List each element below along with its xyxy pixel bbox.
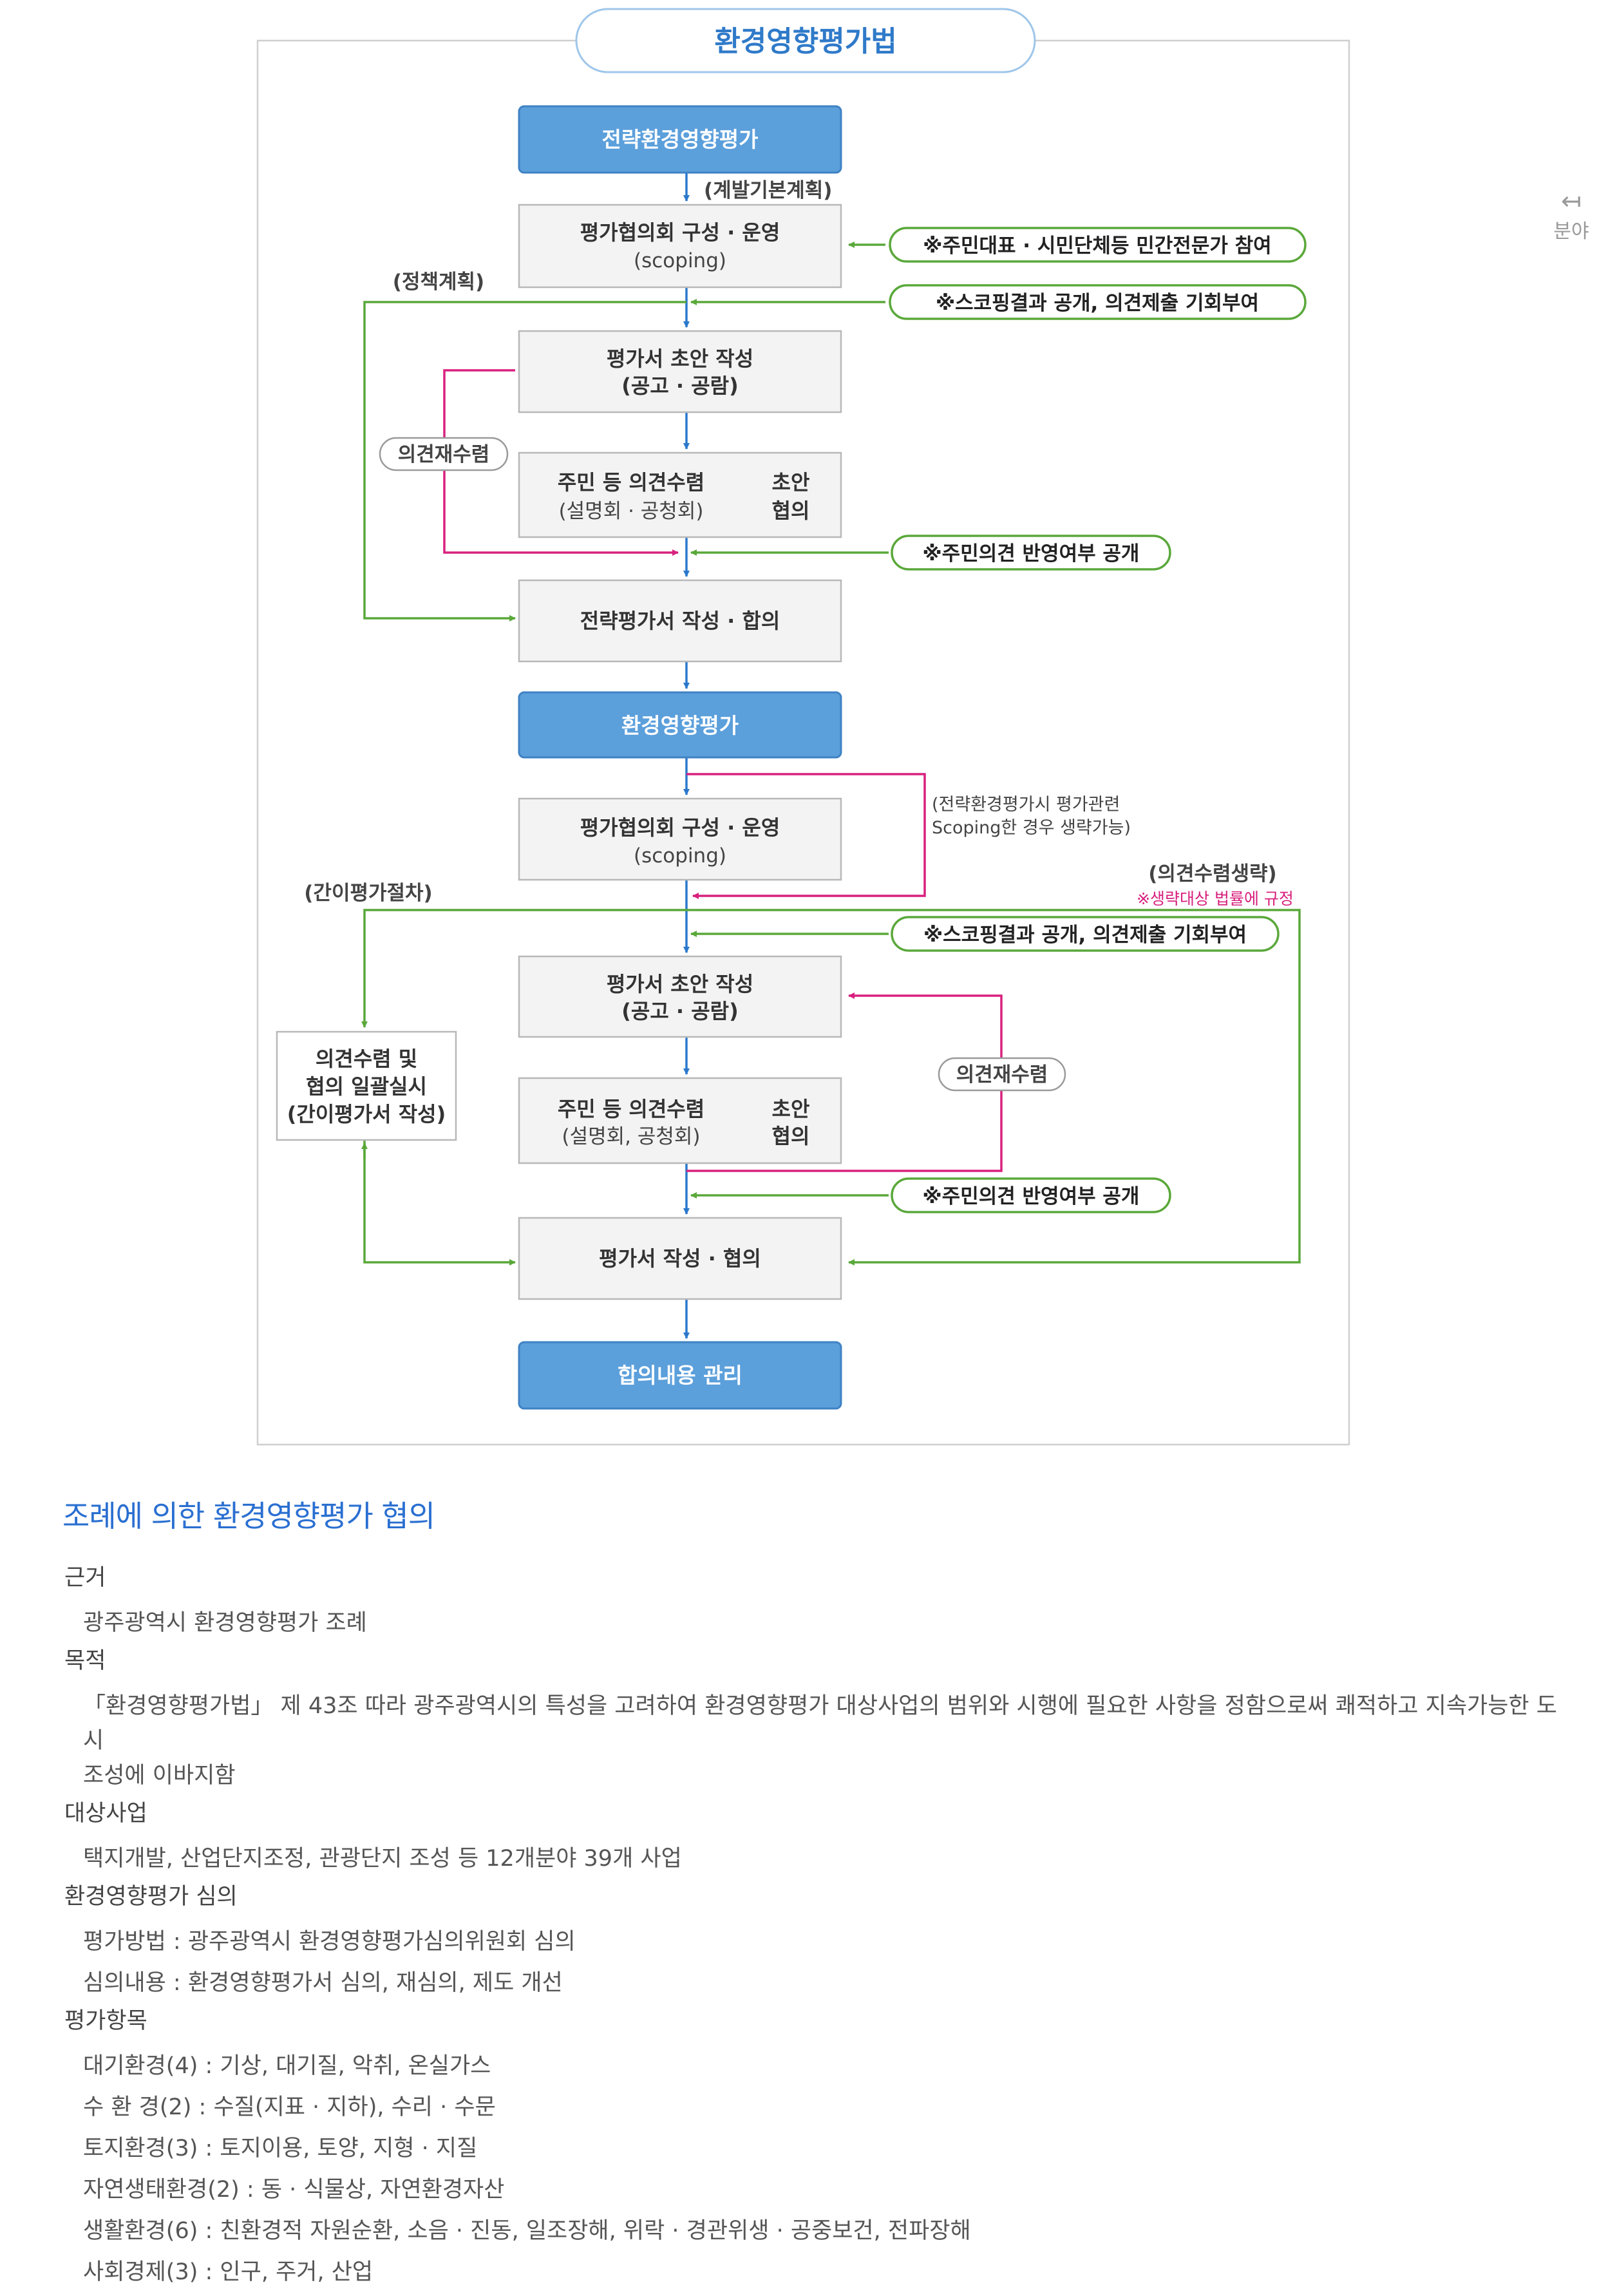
basis-text: 광주광역시 환경영향평가 조례: [83, 1610, 367, 1636]
reopinion-pill-1: [379, 437, 509, 471]
evaluation-item: 자연생태환경(2) : 동 · 식물상, 자연환경자산: [83, 2177, 505, 2203]
box-resident-2-line1: 주민 등 의견수렴: [558, 1097, 704, 1121]
diagram-title-pill: [575, 8, 1036, 73]
label-omit-note: ※생략대상 법률에 규정: [1137, 889, 1294, 908]
evaluation-item: 수 환 경(2) : 수질(지표 · 지하), 수리 · 수문: [83, 2094, 496, 2120]
box-resident-2: [518, 1077, 842, 1164]
box-draft-1-line2: (공고 · 공람): [621, 374, 738, 398]
purpose-text: 「환경영향평가법」 제 43조 따라 광주광역시의 특성을 고려하여 환경영향평…: [83, 1689, 1569, 1793]
box-council-2: [518, 797, 842, 881]
box-resident-2-line2: (설명회, 공청회): [562, 1125, 700, 1148]
box-resident-1-initial-a: 초안: [772, 470, 810, 495]
box-simple-line2: 협의 일괄실시: [306, 1074, 427, 1099]
box-strategic-eia: [518, 105, 842, 174]
box-final-report: [518, 1217, 842, 1300]
reopinion-label-1: 의견재수렴: [398, 443, 490, 466]
purpose-label: 목적: [64, 1648, 106, 1674]
box-strategic-eia-label: 전략환경영향평가: [602, 127, 759, 152]
box-resident-2-initial-b: 협의: [772, 1124, 810, 1148]
box-resident-1-line2: (설명회 · 공청회): [559, 500, 704, 523]
box-resident-1-line1: 주민 등 의견수렴: [558, 470, 704, 495]
review-label: 환경영향평가 심의: [64, 1884, 238, 1910]
box-eia-label: 환경영향평가: [621, 713, 739, 738]
box-agreement-management-label: 합의내용 관리: [618, 1363, 742, 1388]
target-text: 택지개발, 산업단지조정, 관광단지 조성 등 12개분야 39개 사업: [83, 1846, 682, 1872]
box-resident-2-initial-a: 초안: [772, 1097, 810, 1121]
purpose-line-1: 「환경영향평가법」 제 43조 따라 광주광역시의 특성을 고려하여 환경영향평…: [83, 1693, 1557, 1754]
review-method: 평가방법 : 광주광역시 환경영향평가심의위원회 심의: [83, 1929, 576, 1955]
reopinion-pill-2: [938, 1057, 1066, 1092]
evaluation-item: 토지환경(3) : 토지이용, 토양, 지형 · 지질: [83, 2136, 478, 2161]
box-simple-line1: 의견수렴 및: [316, 1047, 417, 1071]
note-2: ※스코핑결과 공개, 의견제출 기회부여: [936, 292, 1259, 315]
box-eia: [518, 691, 842, 759]
eia-procedure-flowchart: .bluebox { fill:#5b9fdb; stroke:#3f82c4;…: [256, 8, 1350, 1446]
box-draft-2-line2: (공고 · 공람): [621, 999, 738, 1023]
ordinance-section: 조례에 의한 환경영향평가 협의 근거 광주광역시 환경영향평가 조례 목적 「…: [62, 1493, 1569, 2296]
evaluation-item: 사회경제(3) : 인구, 주거, 산업: [83, 2259, 373, 2285]
evaluation-item: 대기환경(4) : 기상, 대기질, 악취, 온실가스: [83, 2053, 491, 2079]
label-dev-plan: (계발기본계획): [704, 179, 832, 202]
box-council-2-line1: 평가협의회 구성 · 운영: [580, 815, 780, 840]
diagram-title: 환경영향평가법: [714, 25, 896, 58]
note-1: ※주민대표 · 시민단체등 민간전문가 참여: [923, 234, 1271, 258]
evaluation-item: 생활환경(6) : 친환경적 자원순환, 소음 · 진동, 일조장해, 위락 ·…: [83, 2218, 971, 2244]
box-final-report-label: 평가서 작성 · 협의: [599, 1246, 761, 1271]
box-draft-1: [518, 330, 842, 413]
box-council-2-line2: (scoping): [634, 844, 726, 868]
note-pill-3: [891, 535, 1171, 571]
box-resident-1-initial-b: 협의: [772, 498, 810, 523]
note-pill-2: [889, 284, 1307, 320]
reopinion-label-2: 의견재수렴: [956, 1063, 1048, 1086]
label-omit-opinion: (의견수렴생략): [1148, 862, 1276, 886]
scoping-note-line2: Scoping한 경우 생략가능): [932, 818, 1131, 838]
note-pill-5: [891, 1177, 1171, 1213]
label-simple-procedure: (간이평가절차): [304, 882, 432, 905]
box-strategic-report: [518, 579, 842, 663]
box-simple-evaluation: [276, 1030, 457, 1141]
note-3: ※주민의견 반영여부 공개: [923, 542, 1140, 565]
scoping-note-line1: (전략환경평가시 평가관련: [932, 795, 1120, 815]
box-strategic-report-label: 전략평가서 작성 · 합의: [580, 609, 780, 633]
section-title: 조례에 의한 환경영향평가 협의: [62, 1499, 435, 1533]
box-council-1-line1: 평가협의회 구성 · 운영: [580, 220, 780, 245]
box-draft-2: [518, 955, 842, 1038]
note-5: ※주민의견 반영여부 공개: [923, 1185, 1140, 1208]
side-panel-toggle[interactable]: ↤ 분야: [1545, 187, 1597, 243]
box-council-1: [518, 204, 842, 289]
box-council-1-line2: (scoping): [634, 249, 726, 272]
target-label: 대상사업: [64, 1801, 147, 1826]
purpose-line-2: 조성에 이바지함: [83, 1763, 236, 1788]
side-panel-label: 분야: [1553, 220, 1589, 243]
box-agreement-management: [518, 1341, 842, 1410]
box-resident-1: [518, 451, 842, 538]
note-4: ※스코핑결과 공개, 의견제출 기회부여: [923, 924, 1247, 947]
box-simple-line3: (간이평가서 작성): [287, 1102, 446, 1126]
box-draft-1-line1: 평가서 초안 작성: [607, 346, 753, 371]
items-label: 평가항목: [64, 2008, 147, 2034]
green-connectors: [361, 242, 1301, 1266]
note-pill-4: [891, 916, 1280, 952]
label-policy-plan: (정책계획): [393, 270, 484, 294]
box-draft-2-line1: 평가서 초안 작성: [607, 972, 753, 996]
review-content: 심의내용 : 환경영향평가서 심의, 재심의, 제도 개선: [83, 1970, 563, 1996]
note-pill-1: [889, 227, 1307, 263]
basis-label: 근거: [64, 1565, 106, 1591]
collapse-arrow-icon: ↤: [1561, 187, 1582, 215]
